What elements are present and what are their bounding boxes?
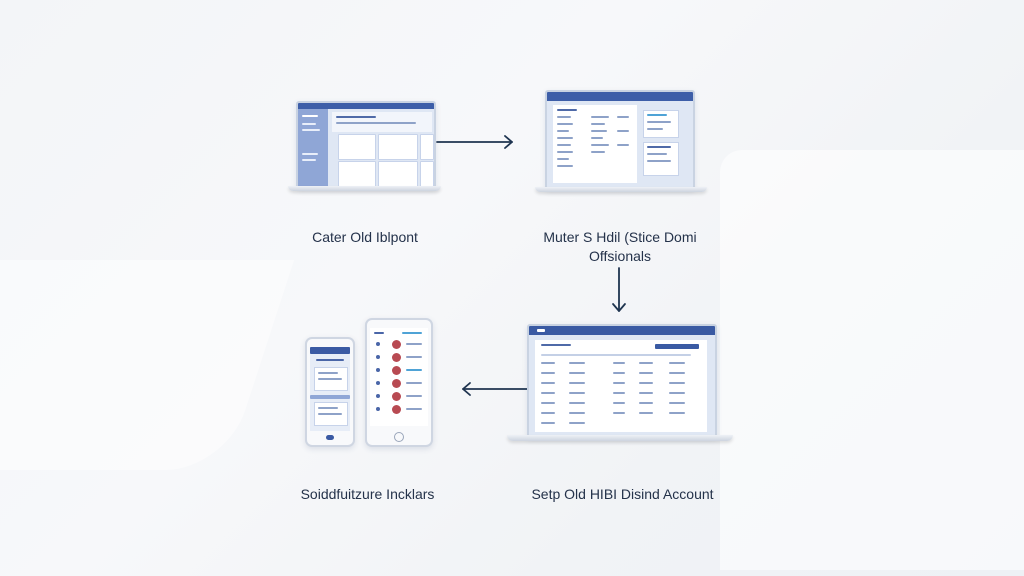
migrate-caption: Muter S Hdil (Stice Domi Offsionals (530, 228, 710, 266)
arrow-right (436, 135, 513, 149)
old-app-caption: Cater Old Iblpont (312, 229, 418, 245)
setup-caption: Setp Old HIBI Disind Account (531, 486, 714, 502)
home-button (326, 435, 334, 440)
arrow-down (612, 267, 626, 312)
phone-device (305, 337, 355, 447)
devices-caption: Soiddfuitzure Incklars (300, 486, 435, 502)
tablet-device (365, 318, 433, 447)
migrate-caption-line-2: Offsionals (589, 248, 651, 264)
migrate-caption-line-1: Muter S Hdil (Stice Domi (543, 229, 697, 245)
tablet-home-button (394, 432, 404, 442)
arrow-left (462, 382, 529, 396)
